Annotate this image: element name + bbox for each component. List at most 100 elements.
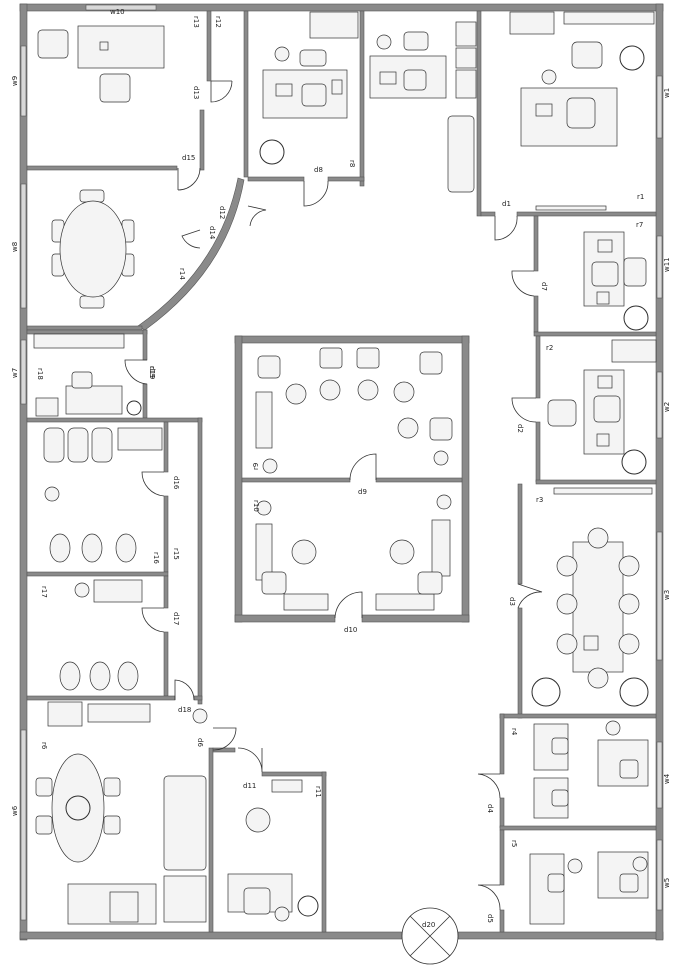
chair-r8 [299,49,327,67]
label-d5: d5 [486,914,494,923]
door-d2 [511,397,537,423]
chair-r3-8 [587,667,609,689]
spot-r8 [274,46,290,62]
spot-r5-b [632,856,648,872]
stool-r9-2 [319,379,341,401]
wall-center-left [234,335,243,623]
spot-r5 [567,858,583,874]
wall-r18-right-a [142,329,148,361]
label-r7: r7 [636,221,643,229]
label-d12: d12 [218,206,226,219]
spot-r16 [44,486,60,502]
label-r8: r8 [348,160,356,167]
window-w5 [656,839,663,911]
toilet-r17-2 [89,661,111,691]
urinal-r16-1 [43,427,65,463]
label-d17: d17 [172,612,180,625]
toilet-r16-2 [81,533,103,563]
plant-r2 [621,449,647,475]
cabinet-mid-a [455,47,477,69]
label-w5: w5 [663,878,671,888]
wall-r5-left-a [499,829,505,886]
paper-r2 [596,433,610,447]
chair-r8-b [301,83,327,107]
credenza-r10-b [431,519,451,577]
spot-r10 [256,500,272,516]
urinal-r16-3 [91,427,113,463]
door-d10 [334,591,363,619]
label-r15: r15 [172,548,180,560]
wall-r6-right-a [208,747,214,933]
label-d10: d10 [344,626,357,634]
plant-r11 [297,895,319,917]
wall-restroom-mid [26,571,169,577]
wall-r17-right-a [163,575,169,609]
label-d20: d20 [422,921,435,929]
chair-r6-3 [103,777,121,797]
label-r1: r1 [637,193,644,201]
chair-r5-b [619,873,639,893]
wall-restroom-bottom-b [193,695,203,701]
label-r6: r6 [40,742,48,750]
wall-r14-bottom [26,325,143,331]
label-w6: w6 [11,805,19,816]
desk-r13 [77,25,165,69]
toilet-r17-3 [117,661,139,691]
wall-r5-left-b [499,909,505,933]
chair-r1-a [571,41,603,69]
chair-r10-a [291,539,317,565]
wall-r8-bottom-b [327,176,365,182]
wall-r8-right [359,10,365,187]
counter-r6 [47,701,83,727]
monitor-mid [379,71,397,85]
door-d13 [210,80,233,103]
chair-r10-b [389,539,415,565]
wall-r18-top [26,329,148,335]
label-w1: w1 [663,88,671,98]
window-w10 [85,4,157,11]
stool-r9-4 [393,381,415,403]
label-d9: d9 [358,488,367,496]
label-w11: w11 [663,257,671,272]
label-r4: r4 [510,728,518,736]
spot-r1 [541,69,557,85]
monitor-r13 [99,41,109,51]
sink-r17 [93,579,143,603]
spot-r10-b [436,494,452,510]
furniture [33,11,657,925]
wall-r16-right-a [163,421,169,473]
chair-r7-b [591,261,619,287]
door-d17 [141,607,165,633]
label-r12: r12 [214,16,222,28]
box-r18 [35,397,59,417]
monitor-r1 [535,103,553,117]
chair-r5-a [547,873,565,893]
toilet-r16-3 [115,533,137,563]
door-d14 [181,229,201,249]
wall-r2-left-a [535,335,541,399]
label-d18: d18 [178,706,191,714]
label-w3: w3 [663,590,671,600]
wall-r16-right-b [163,495,169,573]
label-w4: w4 [663,773,671,784]
label-w2: w2 [663,402,671,412]
window-w7 [20,339,27,405]
monitor-r2 [597,375,613,389]
label-d1: d1 [502,200,511,208]
spot-d18 [192,708,208,724]
credenza-r10 [255,523,273,581]
wall-r1-bottom-a [480,211,496,217]
chair-r3-7 [618,633,640,655]
label-w7: w7 [11,368,19,378]
label-d6: d6 [196,738,204,747]
window-w9 [20,45,27,117]
walls [19,3,664,941]
shelf-r11 [271,779,303,793]
chair-r7 [623,257,647,287]
spot-r9-b [433,450,449,466]
spot-r9 [262,458,278,474]
chair-r6-1 [35,777,53,797]
door-d9 [349,453,377,481]
label-r5: r5 [510,840,518,847]
label-r13: r13 [192,16,200,28]
